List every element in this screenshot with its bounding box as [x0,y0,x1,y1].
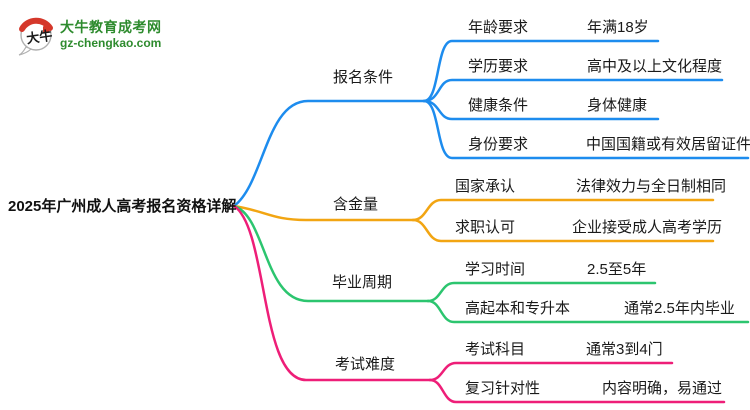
child-value-review-focus: 内容明确，易通过 [602,380,723,397]
child-label-exam-subjects: 考试科目 [465,341,526,358]
logo-red-arc [19,17,53,32]
branch-label-exam-difficulty: 考试难度 [335,356,396,373]
branch-label-signup-conditions: 报名条件 [333,69,394,86]
logo-icon-text: 大牛 [25,28,53,46]
child-label-identity: 身份要求 [468,136,529,153]
child-value-identity: 中国国籍或有效居留证件 [586,136,750,153]
branch-line-job-recognized [411,218,715,243]
child-value-health: 身体健康 [587,97,648,114]
branch-line-program-types [426,299,750,324]
child-label-state-recognized: 国家承认 [455,178,516,195]
child-value-exam-subjects: 通常3到4门 [586,341,663,358]
child-label-review-focus: 复习针对性 [465,380,541,397]
central-topic: 2025年广州成人高考报名资格详解 [8,198,237,215]
branch-label-value: 含金量 [333,196,379,213]
child-value-state-recognized: 法律效力与全日制相同 [576,178,727,195]
child-label-job-recognized: 求职认可 [455,219,516,236]
child-label-program-types: 高起本和专升本 [465,300,571,317]
child-label-health: 健康条件 [468,97,529,114]
site-url: gz-chengkao.com [60,35,162,50]
child-label-education: 学历要求 [468,58,529,75]
branch-label-graduation-cycle: 毕业周期 [332,274,393,291]
site-name: 大牛教育成考网 [60,18,162,35]
child-label-study-time: 学习时间 [465,261,526,278]
branch-line-review-focus [428,378,726,404]
child-value-education: 高中及以上文化程度 [587,58,723,75]
branch-line-state-recognized [411,198,715,222]
child-label-age: 年龄要求 [468,19,529,36]
branch-line-age [422,39,660,103]
child-value-age: 年满18岁 [587,19,649,36]
logo-bull-icon: 大牛 [18,17,53,56]
branch-line-exam-difficulty [232,204,432,382]
child-value-job-recognized: 企业接受成人高考学历 [572,219,723,236]
child-value-program-types: 通常2.5年内毕业 [624,300,735,317]
branch-line-exam-subjects [428,361,674,382]
site-logo: 大牛 大牛教育成考网 gz-chengkao.com [16,12,162,56]
logo-seal [43,26,49,33]
branch-line-signup-conditions [232,99,426,208]
branch-line-value [232,204,415,222]
branch-line-graduation-cycle [232,204,430,303]
speech-bubble-tail [18,46,33,56]
branch-line-identity [422,99,750,160]
child-value-study-time: 2.5至5年 [587,261,647,278]
